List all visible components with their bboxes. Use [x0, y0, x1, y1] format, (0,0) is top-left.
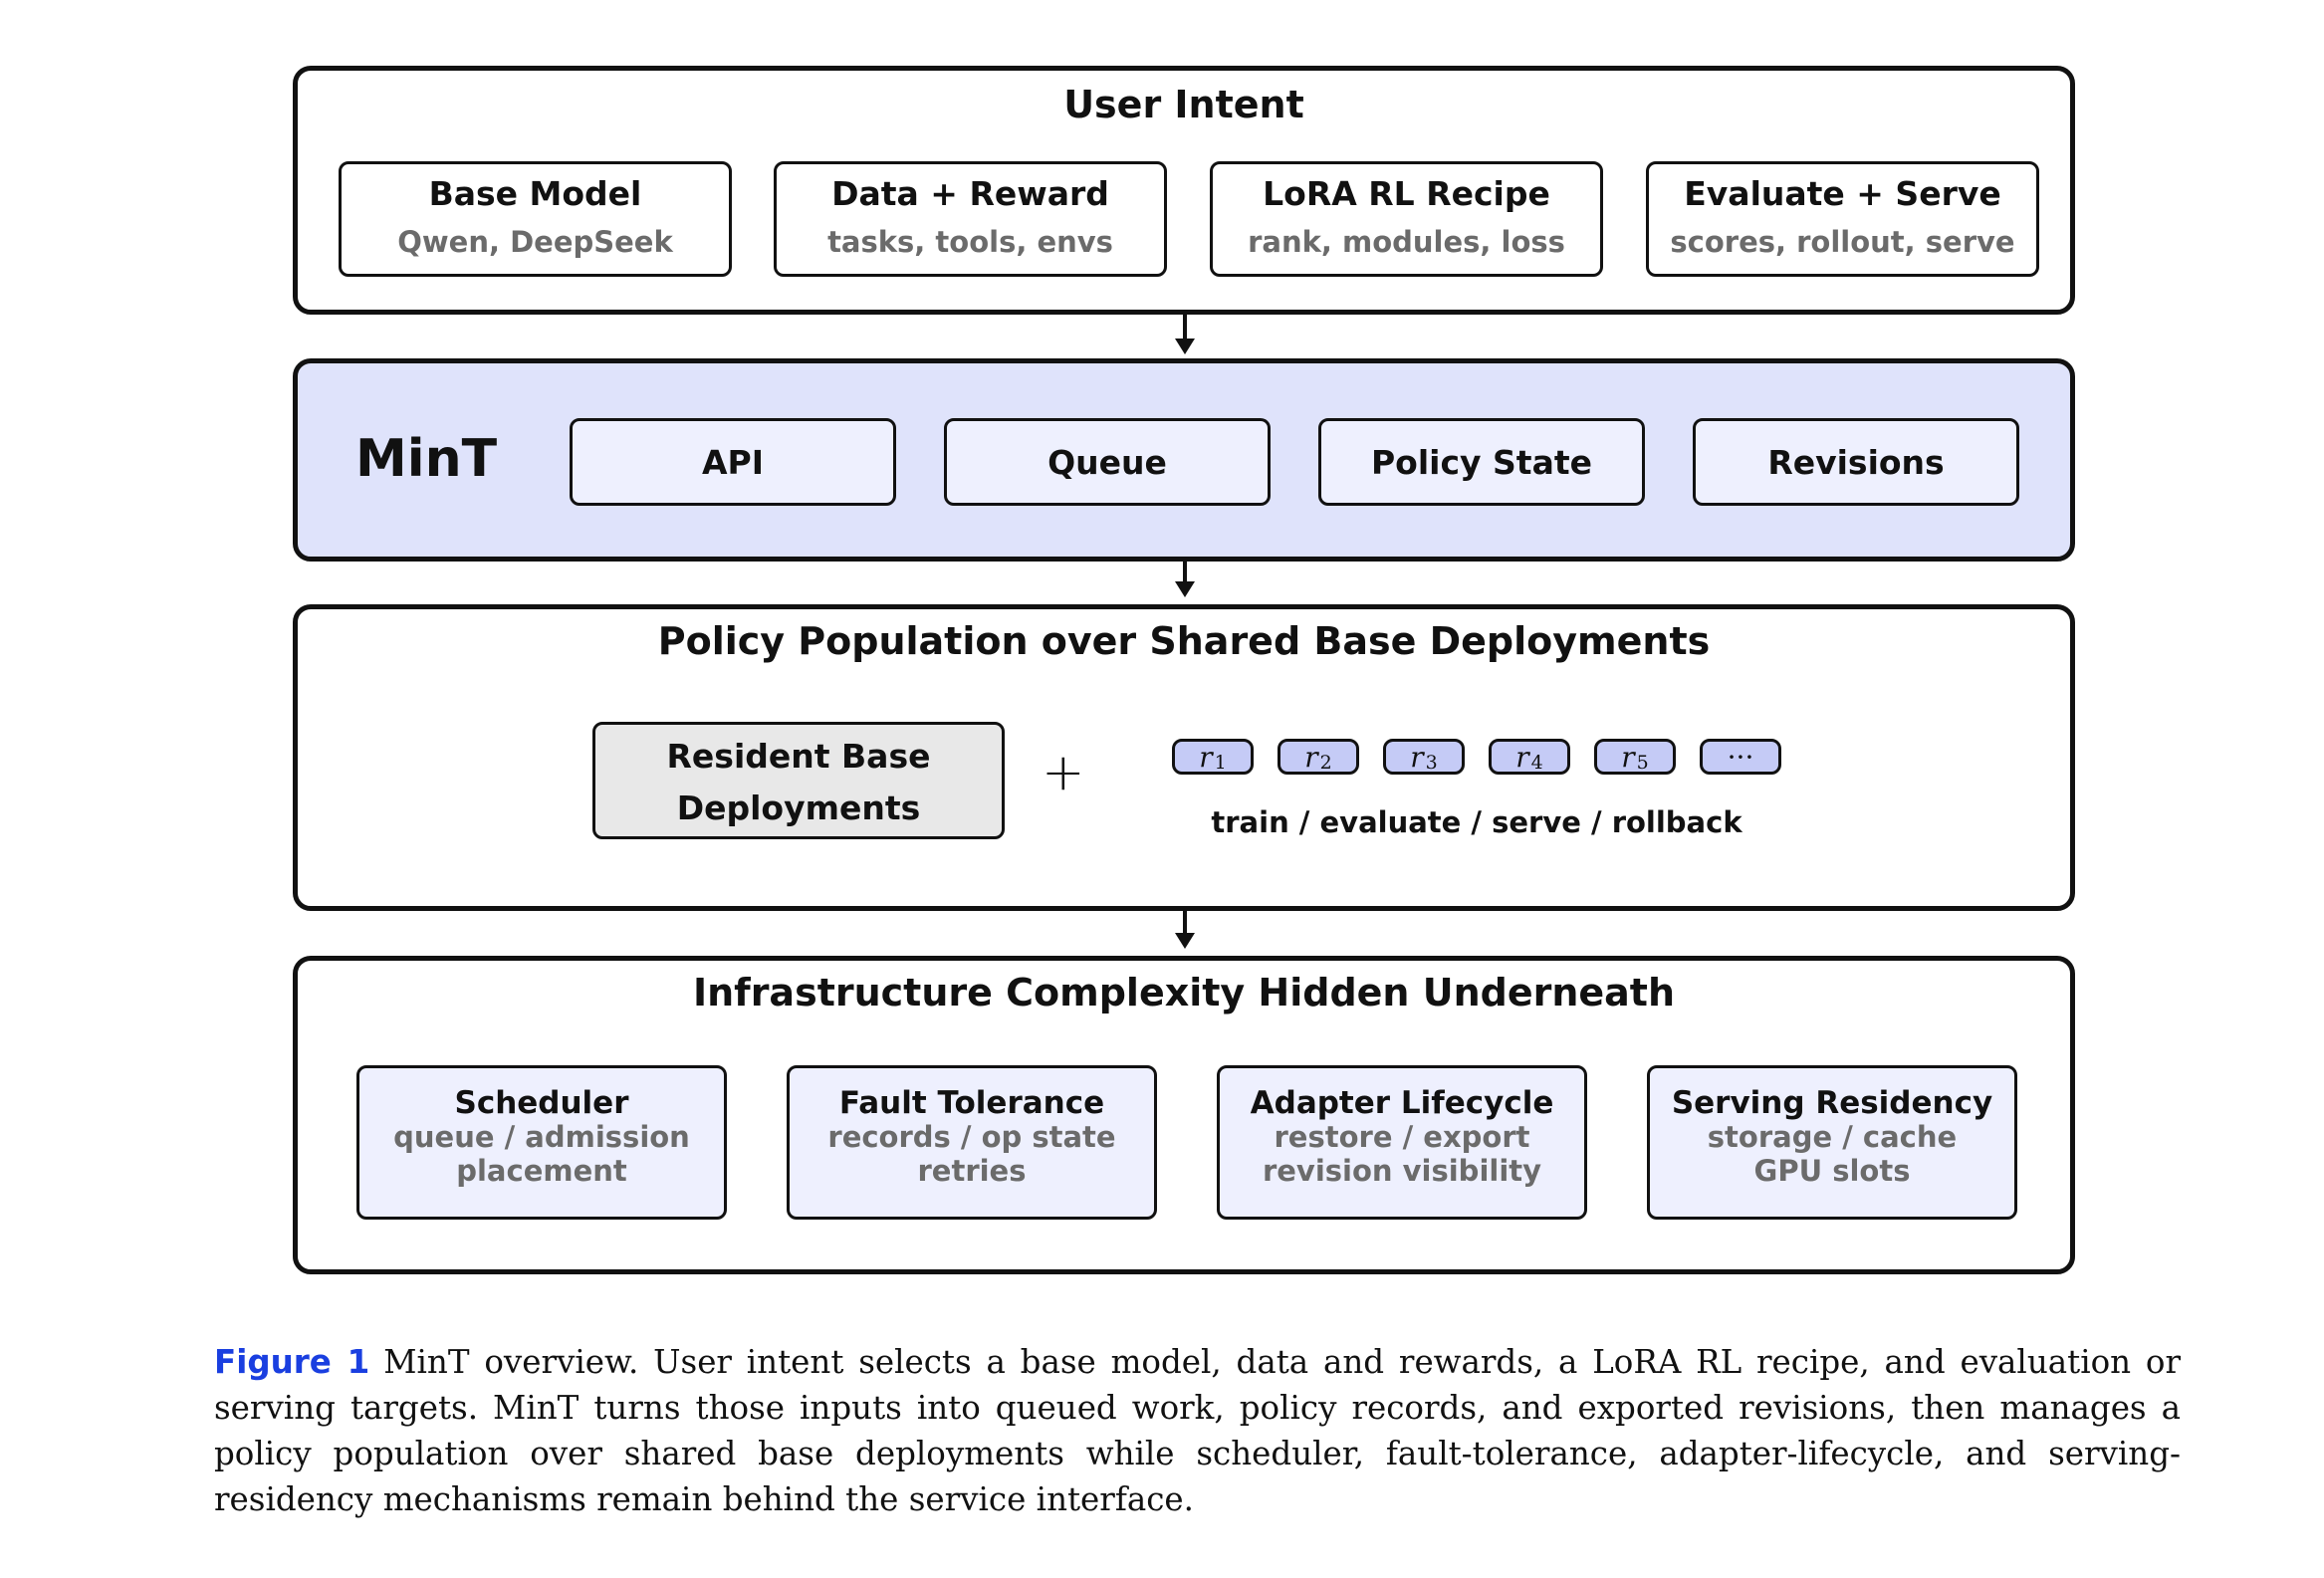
lora-rl-recipe-box: LoRA RL Recipe rank, modules, loss: [1210, 161, 1603, 277]
user-intent-panel: User Intent Base Model Qwen, DeepSeek Da…: [293, 66, 2075, 315]
serving-residency-box: Serving Residency storage / cache GPU sl…: [1647, 1065, 2017, 1220]
adapter-lifecycle-title: Adapter Lifecycle: [1250, 1085, 1554, 1121]
arrow-intent-to-mint-head: [1175, 338, 1195, 354]
fault-tolerance-line-2: retries: [917, 1154, 1027, 1188]
mint-panel: MinT API Queue Policy State Revisions: [293, 358, 2075, 562]
scheduler-title: Scheduler: [454, 1085, 629, 1121]
chip-var: r: [1304, 740, 1318, 774]
fault-tolerance-line-1: records / op state: [827, 1120, 1116, 1154]
arrow-mint-to-population-head: [1175, 581, 1195, 597]
data-reward-subtitle: tasks, tools, envs: [827, 225, 1113, 259]
scheduler-box: Scheduler queue / admission placement: [356, 1065, 727, 1220]
base-model-subtitle: Qwen, DeepSeek: [397, 225, 673, 259]
policy-population-title: Policy Population over Shared Base Deplo…: [657, 619, 1711, 663]
data-reward-title: Data + Reward: [831, 174, 1109, 213]
arrow-mint-to-population: [1183, 562, 1187, 583]
resident-line-2: Deployments: [676, 789, 921, 827]
scheduler-line-2: placement: [456, 1154, 627, 1188]
arrow-population-to-infra-head: [1175, 933, 1195, 949]
arrow-intent-to-mint: [1183, 315, 1187, 340]
caption-text: MinT overview. User intent selects a bas…: [214, 1343, 2182, 1518]
adapter-actions: train / evaluate / serve / rollback: [1211, 805, 1743, 839]
user-intent-title: User Intent: [1063, 83, 1304, 126]
adapter-chip-ellipsis: ···: [1700, 739, 1781, 775]
infrastructure-panel: Infrastructure Complexity Hidden Underne…: [293, 956, 2075, 1274]
serving-residency-line-2: GPU slots: [1753, 1154, 1911, 1188]
evaluate-serve-subtitle: scores, rollout, serve: [1670, 225, 2015, 259]
revisions-box: Revisions: [1693, 418, 2019, 506]
plus-sign: +: [1042, 743, 1085, 802]
serving-residency-line-1: storage / cache: [1707, 1120, 1958, 1154]
api-box: API: [570, 418, 896, 506]
lora-rl-recipe-title: LoRA RL Recipe: [1263, 174, 1550, 213]
resident-base-deployments-box: Resident Base Deployments: [592, 722, 1005, 839]
evaluate-serve-title: Evaluate + Serve: [1684, 174, 2001, 213]
chip-sub: 4: [1530, 752, 1543, 774]
infrastructure-title: Infrastructure Complexity Hidden Underne…: [692, 971, 1676, 1014]
arrow-population-to-infra: [1183, 911, 1187, 935]
adapter-lifecycle-line-1: restore / export: [1274, 1120, 1530, 1154]
adapter-lifecycle-box: Adapter Lifecycle restore / export revis…: [1217, 1065, 1587, 1220]
scheduler-line-1: queue / admission: [393, 1120, 690, 1154]
chip-sub: 2: [1319, 752, 1332, 774]
evaluate-serve-box: Evaluate + Serve scores, rollout, serve: [1646, 161, 2039, 277]
chip-var: r: [1410, 740, 1424, 774]
lora-rl-recipe-subtitle: rank, modules, loss: [1248, 225, 1565, 259]
chip-sub: 5: [1636, 752, 1649, 774]
data-reward-box: Data + Reward tasks, tools, envs: [774, 161, 1167, 277]
mint-label: MinT: [355, 429, 498, 489]
queue-box: Queue: [944, 418, 1271, 506]
fault-tolerance-box: Fault Tolerance records / op state retri…: [787, 1065, 1157, 1220]
chip-var: r: [1199, 740, 1213, 774]
chip-var: r: [1515, 740, 1529, 774]
adapter-lifecycle-line-2: revision visibility: [1262, 1154, 1542, 1188]
chip-var: r: [1621, 740, 1635, 774]
figure-label: Figure 1: [214, 1343, 370, 1381]
base-model-box: Base Model Qwen, DeepSeek: [339, 161, 732, 277]
policy-population-panel: Policy Population over Shared Base Deplo…: [293, 604, 2075, 911]
chip-var: ···: [1727, 740, 1754, 774]
base-model-title: Base Model: [428, 174, 642, 213]
resident-line-1: Resident Base: [666, 737, 931, 776]
serving-residency-title: Serving Residency: [1671, 1085, 1993, 1121]
chip-sub: 1: [1214, 752, 1227, 774]
chip-sub: 3: [1425, 752, 1438, 774]
policy-state-box: Policy State: [1318, 418, 1645, 506]
fault-tolerance-title: Fault Tolerance: [838, 1085, 1105, 1121]
